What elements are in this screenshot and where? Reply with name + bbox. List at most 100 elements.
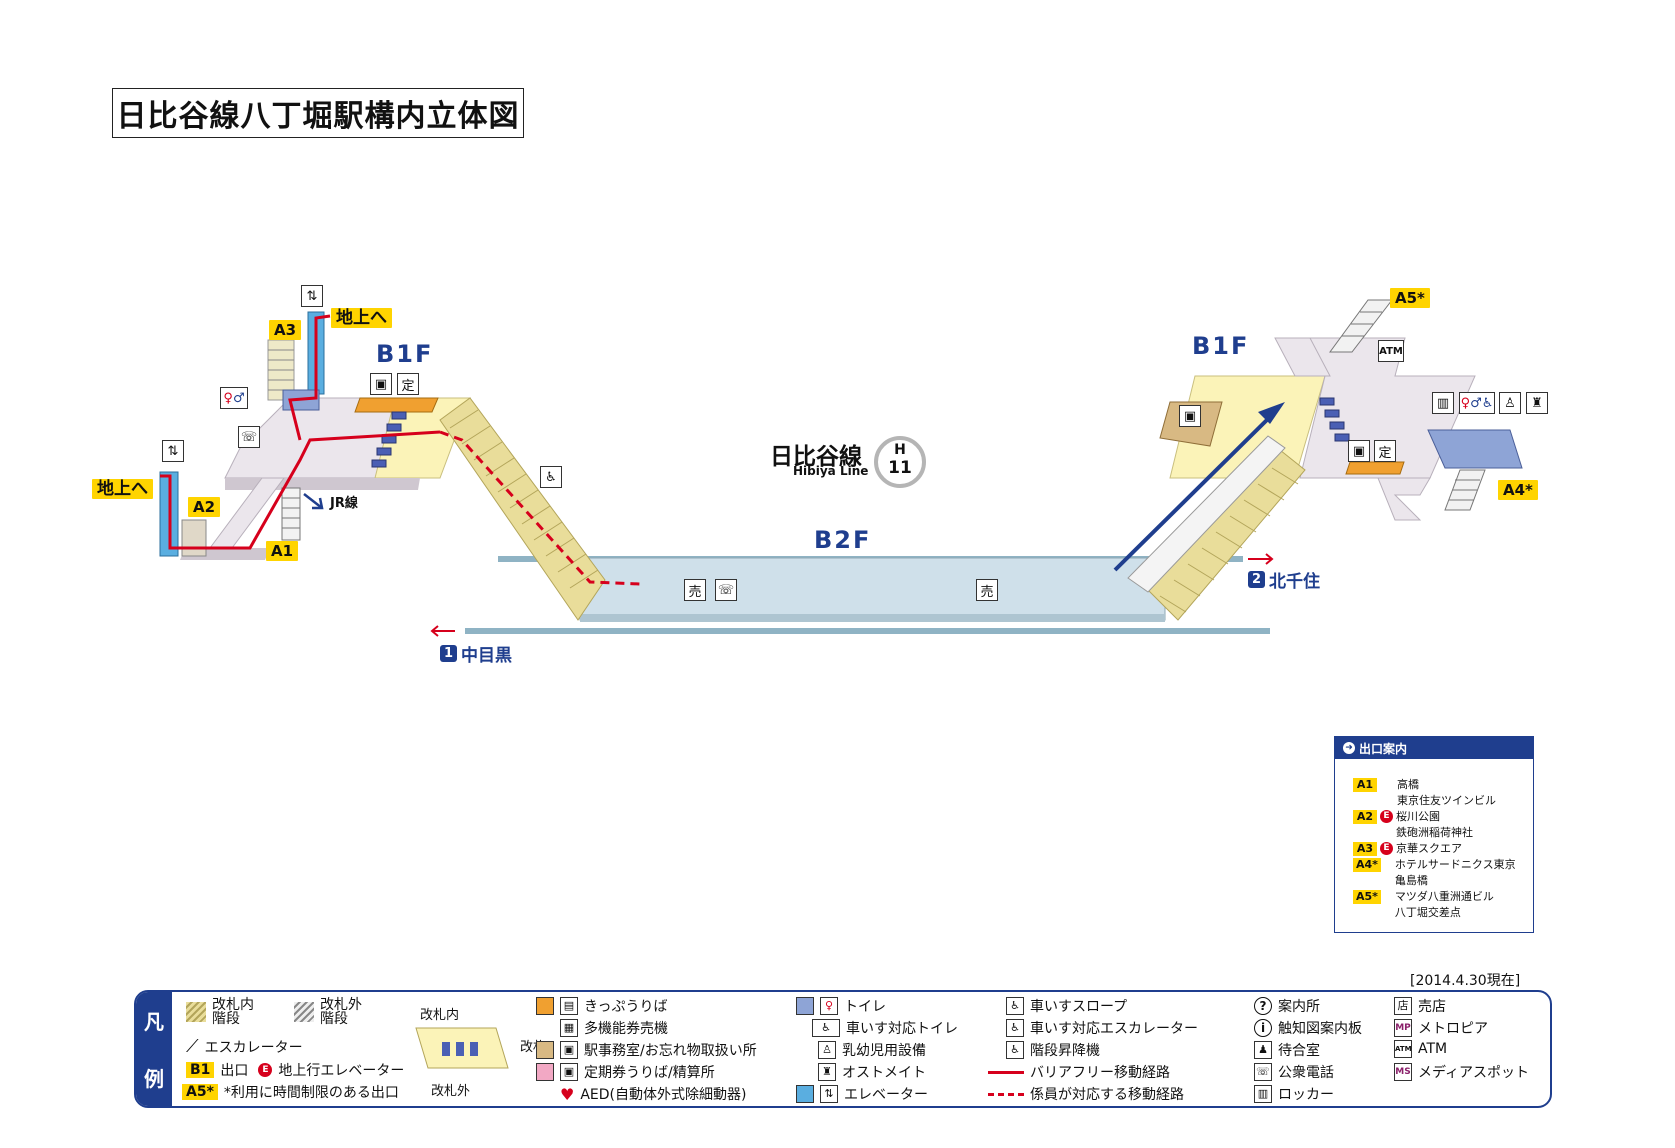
legend-infant: ♙ 乳幼児用設備 — [818, 1040, 926, 1060]
legend-label: 売店 — [1418, 999, 1446, 1015]
media-spot-icon: MS — [1394, 1063, 1412, 1081]
legend-stairs-inside: 改札内階段 — [186, 998, 254, 1026]
aed-icon: ♥ — [560, 1084, 575, 1104]
direction-nakameguro: 1 中目黒 — [440, 641, 512, 666]
tactile-map-icon: i — [1254, 1019, 1272, 1037]
arrow-right-icon: ➜ — [1343, 742, 1355, 754]
exit-row: A1 高橋東京住友ツインビル — [1353, 777, 1496, 809]
legend-label: 改札内 — [212, 997, 254, 1013]
direction-number: 2 — [1248, 571, 1265, 588]
legend-label: *利用に時間制限のある出口 — [223, 1085, 399, 1101]
stairs-outside-icon — [294, 1002, 314, 1022]
exit-info-title: 出口案内 — [1359, 741, 1408, 756]
legend-label: AED(自動体外式除細動器) — [580, 1087, 747, 1103]
arrow-jr — [303, 493, 324, 510]
ticket-machine-icon: ▤ — [560, 997, 578, 1015]
station-map — [159, 299, 1523, 637]
gate-diagram — [415, 1027, 509, 1069]
exit-tag: A5* — [1353, 890, 1381, 904]
exit-tag-a2: A2 — [188, 497, 221, 517]
office-icon — [536, 1041, 554, 1059]
waiting-room-icon: ▣ — [1179, 405, 1201, 427]
legend-label: メトロピア — [1418, 1021, 1488, 1037]
direction-label: 中目黒 — [461, 646, 512, 666]
barrier-free-route-left — [160, 430, 441, 550]
a2-stairs — [181, 519, 207, 557]
ostomate-icon: ♜ — [1526, 392, 1548, 414]
legend-label: オストメイト — [842, 1065, 926, 1081]
badge-letter: H — [894, 442, 906, 458]
exit-place: 八丁堀交差点 — [1394, 906, 1461, 919]
locker-icon: ▥ — [1432, 392, 1454, 414]
legend-label: 出口 — [220, 1063, 249, 1079]
exit-tag: B1 — [186, 1062, 215, 1078]
floor-b2: B2F — [814, 526, 872, 554]
elevator-e-icon: E — [1380, 810, 1393, 823]
infant-icon: ♙ — [818, 1041, 836, 1059]
legend-label: 地上行エレベーター — [278, 1063, 405, 1079]
exit-row: A5* マツダ八重洲通ビル八丁堀交差点 — [1353, 889, 1494, 921]
elevator-shaft-icon — [796, 1085, 814, 1103]
toilet-room-icon — [796, 997, 814, 1015]
shop-icon: 店 — [1394, 997, 1412, 1015]
legend-stairs-outside: 改札外階段 — [294, 998, 362, 1026]
direction-label: 北千住 — [1269, 572, 1320, 592]
legend-phone: ☏公衆電話 — [1254, 1062, 1334, 1082]
left-gates — [371, 411, 407, 468]
legend-waiting-room: ♟待合室 — [1254, 1040, 1320, 1060]
escalator-icon: ⟋ — [186, 1036, 199, 1057]
elevator-icon: ⇅ — [162, 440, 184, 462]
ostomate-icon: ♜ — [818, 1063, 836, 1081]
legend-station-office: ▣駅事務室/お忘れ物取扱い所 — [536, 1040, 757, 1060]
direction-number: 1 — [440, 645, 457, 662]
atm-icon: ATM — [1378, 340, 1404, 362]
right-escalator — [1127, 435, 1286, 593]
right-gates — [1319, 397, 1350, 442]
legend-label: ロッカー — [1278, 1087, 1334, 1103]
legend-label: 公衆電話 — [1278, 1065, 1334, 1081]
atm-icon: ATM — [1394, 1040, 1412, 1058]
legend-label: メディアスポット — [1418, 1065, 1530, 1081]
left-ticket-office — [354, 397, 439, 413]
direction-kitasenju: 2 北千住 — [1248, 567, 1320, 592]
legend-label: 車いす対応エスカレーター — [1030, 1021, 1198, 1037]
legend-gate-outside: 改札外 — [431, 1084, 471, 1099]
floor-b1-right: B1F — [1192, 332, 1250, 360]
to-ground-top: 地上へ — [331, 308, 392, 328]
wheelchair-slope-icon: ♿ — [1006, 997, 1024, 1015]
infant-icon: ♙ — [1499, 392, 1521, 414]
jr-line-label: JR線 — [330, 496, 358, 511]
exit-tag-a3: A3 — [269, 320, 302, 340]
legend-label: 階段昇降機 — [1030, 1043, 1100, 1059]
station-badge — [874, 436, 926, 488]
exit-tag-a1: A1 — [266, 541, 299, 561]
legend-label: 駅事務室/お忘れ物取扱い所 — [584, 1043, 757, 1059]
legend-commuter-pass: ▣定期券うりば/精算所 — [536, 1062, 715, 1082]
legend-label: 係員が対応する移動経路 — [1030, 1087, 1184, 1103]
exit-place: 高橋 — [1397, 778, 1419, 791]
exit-place: 京華スクエア — [1396, 842, 1462, 855]
legend-locker: ▥ロッカー — [1254, 1084, 1334, 1104]
legend-limited-exit: A5* *利用に時間制限のある出口 — [182, 1082, 399, 1102]
legend-wheelchair-slope: ♿車いすスロープ — [1006, 996, 1127, 1016]
waiting-room-icon: ♟ — [1254, 1041, 1272, 1059]
shop-icon: 売 — [976, 579, 998, 601]
legend-escalator: ⟋ エスカレーター — [186, 1036, 303, 1057]
legend-label: 車いす対応トイレ — [846, 1021, 958, 1037]
legend-toilet: ♀トイレ — [796, 996, 886, 1016]
elevator-icon: ⇅ — [301, 285, 323, 307]
legend: 凡 例 改札内階段 改札外階段 ⟋ エスカレーター B1 出口 E 地上行エレベ… — [134, 990, 1552, 1108]
legend-label: 多機能券売機 — [584, 1021, 668, 1037]
legend-label: エレベーター — [844, 1087, 928, 1103]
badge-number: 11 — [888, 458, 912, 478]
a1-stairs — [281, 487, 301, 541]
legend-media-spot: MS メディアスポット — [1394, 1062, 1529, 1082]
information-icon: ? — [1254, 997, 1272, 1015]
page-title: 日比谷線八丁堀駅構内立体図 — [112, 88, 524, 138]
exit-tag: A1 — [1353, 778, 1377, 792]
legend-label: 乳幼児用設備 — [842, 1043, 926, 1059]
legend-label: エスカレーター — [204, 1039, 303, 1056]
accessible-toilet-icon: ♀♂♿ — [1459, 392, 1495, 414]
elevator-icon: ⇅ — [820, 1085, 838, 1103]
